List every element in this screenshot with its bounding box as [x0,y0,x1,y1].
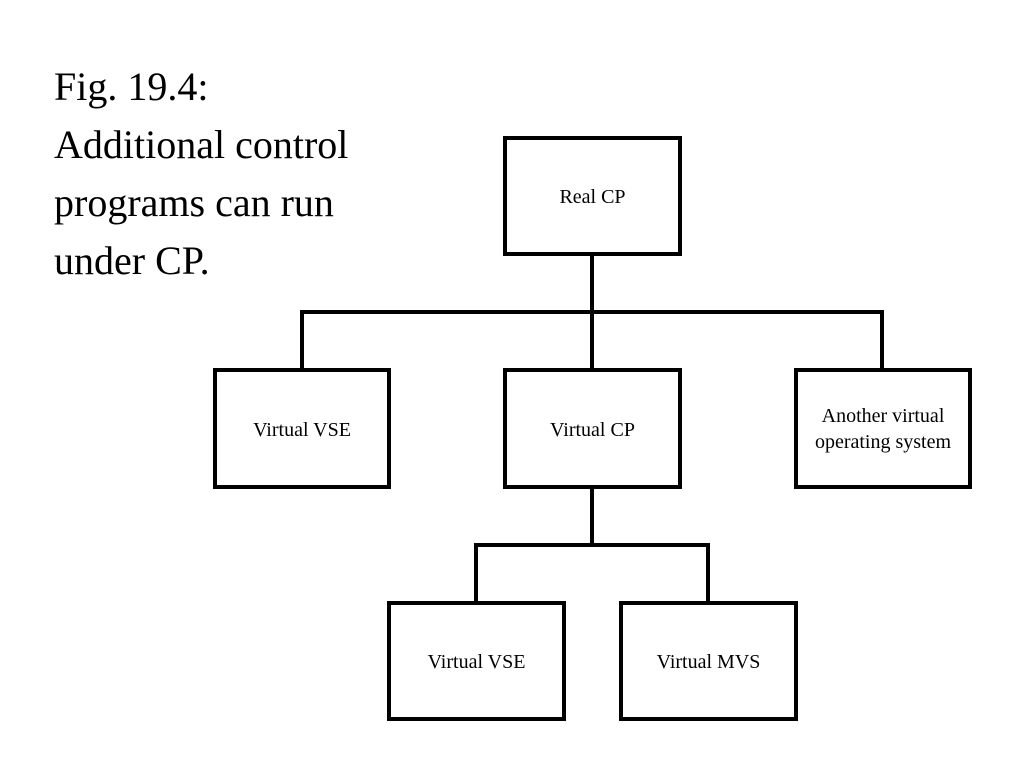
node-another-virtual-os: Another virtual operating system [794,368,972,489]
node-label: Virtual CP [550,419,635,441]
node-label: Virtual MVS [657,651,761,673]
node-box [503,136,682,256]
node-virtual-vse-bottom: Virtual VSE [387,601,566,721]
connectors [300,252,884,605]
caption-line: Additional control [54,122,349,167]
node-label: Another virtual [822,405,945,427]
node-label: Virtual VSE [253,419,351,441]
node-box [794,368,972,489]
node-real-cp: Real CP [503,136,682,256]
node-label: operating system [815,431,952,453]
node-box [387,601,566,721]
caption-line: Fig. 19.4: [54,64,209,109]
node-box [503,368,682,489]
caption-line: under CP. [54,238,210,283]
node-box [619,601,798,721]
node-box [213,368,391,489]
node-virtual-cp: Virtual CP [503,368,682,489]
caption-line: programs can run [54,180,334,225]
node-label: Virtual VSE [428,651,526,673]
node-virtual-vse-top: Virtual VSE [213,368,391,489]
figure-caption: Fig. 19.4: Additional control programs c… [54,58,414,290]
node-virtual-mvs: Virtual MVS [619,601,798,721]
node-label: Real CP [559,186,625,208]
